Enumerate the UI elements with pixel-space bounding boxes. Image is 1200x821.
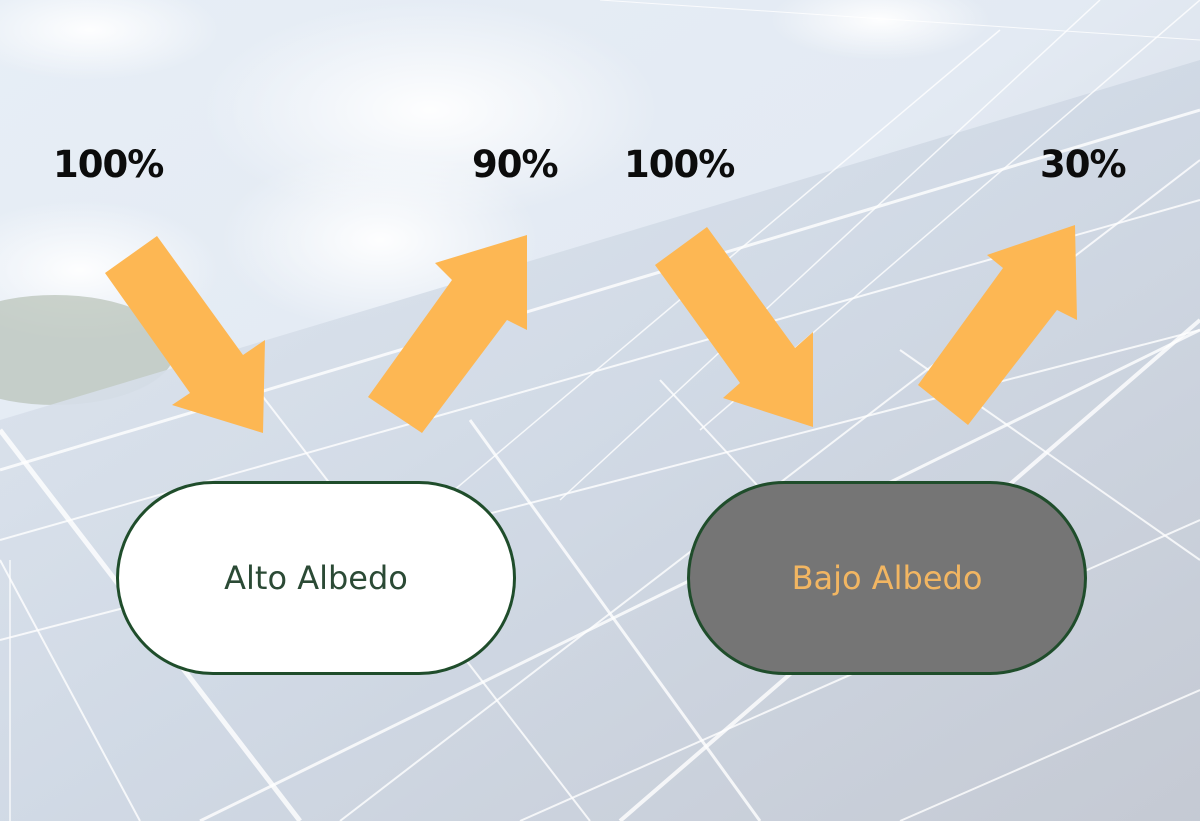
incoming-arrow-low-albedo-icon: [655, 227, 813, 427]
high-albedo-reflected-percent: 90%: [472, 143, 559, 186]
low-albedo-pill: Bajo Albedo: [687, 481, 1087, 675]
incoming-arrow-high-albedo-icon: [105, 236, 265, 433]
high-albedo-label: Alto Albedo: [224, 559, 408, 597]
low-albedo-reflected-percent: 30%: [1040, 143, 1127, 186]
reflected-arrow-low-albedo-icon: [918, 225, 1077, 425]
low-albedo-incoming-percent: 100%: [624, 143, 735, 186]
reflected-arrow-high-albedo-icon: [368, 235, 527, 433]
high-albedo-incoming-percent: 100%: [53, 143, 164, 186]
high-albedo-pill: Alto Albedo: [116, 481, 516, 675]
low-albedo-label: Bajo Albedo: [791, 559, 983, 597]
